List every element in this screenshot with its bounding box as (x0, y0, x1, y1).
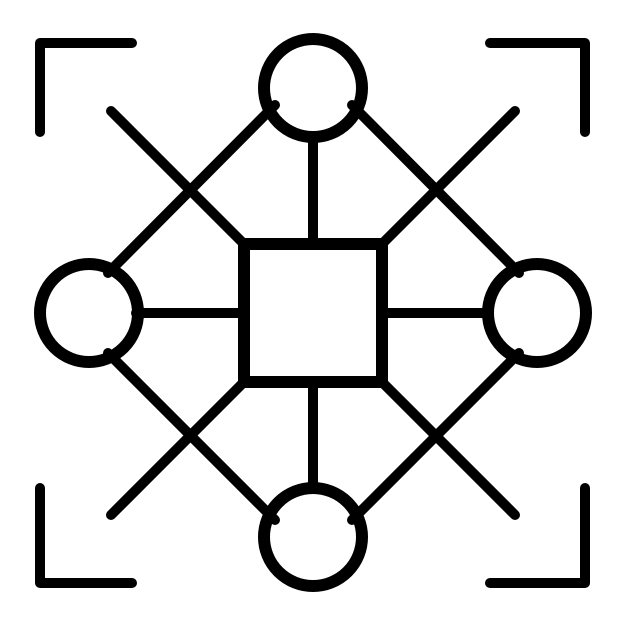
link-top-right (347, 100, 524, 278)
diagonal-top-right (377, 106, 520, 249)
right-circle-node (482, 258, 592, 368)
top-right-bracket (485, 38, 590, 137)
diagonal-bottom-right (377, 377, 520, 520)
center-square-node (238, 238, 388, 388)
corner-frame (35, 38, 590, 588)
diagonal-links (106, 106, 520, 520)
orthogonal-links (131, 131, 493, 492)
bottom-circle-node (258, 482, 368, 592)
link-top-left (103, 100, 280, 278)
bottom-left-bracket (35, 483, 137, 588)
link-bottom-left (103, 348, 280, 525)
diagonal-top-left (106, 106, 249, 249)
circle-nodes (34, 33, 592, 592)
top-left-bracket (35, 38, 137, 137)
link-bottom-right (347, 348, 524, 525)
bottom-right-bracket (485, 483, 590, 588)
diamond-links (103, 100, 524, 525)
diagonal-bottom-left (106, 377, 249, 520)
left-circle-node (34, 258, 144, 368)
top-circle-node (258, 33, 368, 143)
